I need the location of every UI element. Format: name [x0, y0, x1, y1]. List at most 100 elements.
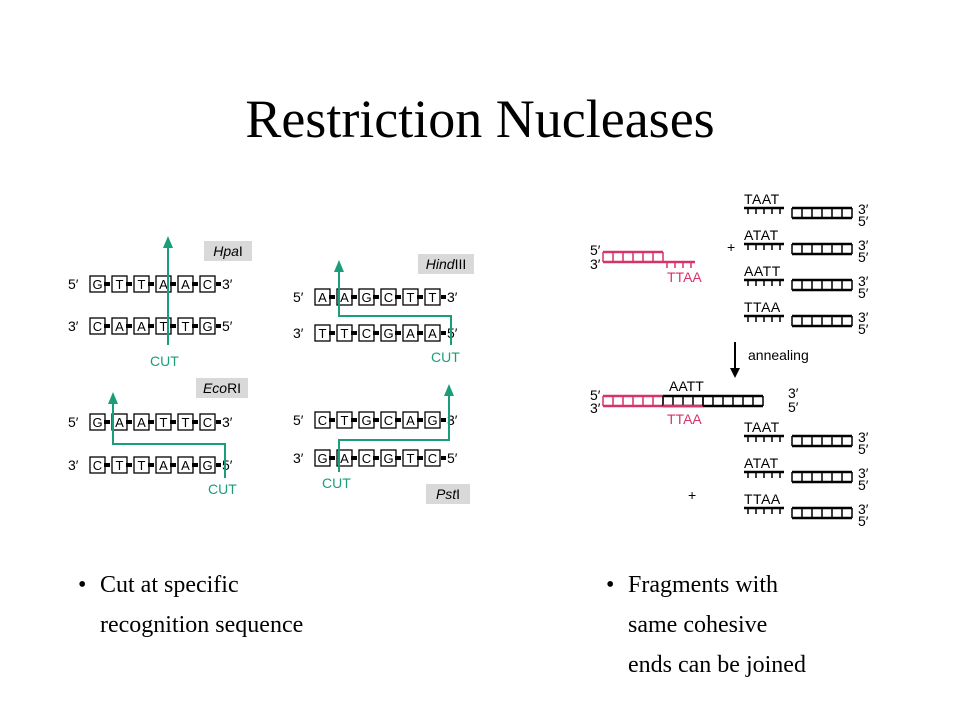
hpai-cut-arrow — [163, 236, 173, 345]
fragment-overhang — [744, 278, 784, 286]
strand-end-label: 5′ — [222, 457, 233, 473]
base-letter: T — [116, 277, 124, 292]
fragment-overhang — [744, 314, 784, 322]
base-box — [199, 413, 216, 431]
base-letter: C — [203, 415, 212, 430]
hindiii-cut-label: CUT — [431, 349, 460, 365]
psti-cut-arrow — [338, 384, 454, 472]
sticky-overhang-seq: TTAA — [667, 269, 702, 285]
backbone-link — [395, 295, 401, 299]
fragment-duplex — [791, 206, 853, 220]
fragment-overhang-seq: ATAT — [744, 455, 779, 471]
fragment-overhang-seq: TAAT — [744, 419, 780, 435]
base-letter: C — [203, 277, 212, 292]
base-box — [424, 449, 441, 467]
backbone-link — [192, 463, 198, 467]
strand-end-label: 3′ — [858, 237, 869, 253]
base-letter: A — [159, 458, 168, 473]
strand-end-label: 3′ — [858, 501, 869, 517]
base-letter: G — [317, 451, 327, 466]
backbone-link — [329, 295, 335, 299]
fragment-overhang — [744, 242, 784, 250]
backbone-link — [192, 282, 198, 286]
backbone-link — [126, 282, 132, 286]
base-letter: A — [159, 277, 168, 292]
joined-black-duplex — [702, 394, 764, 408]
joined-pink-duplex — [602, 394, 664, 408]
base-letter: T — [341, 413, 349, 428]
annealing-arrowhead — [730, 368, 740, 378]
base-letter: A — [406, 326, 415, 341]
sticky-duplex — [602, 250, 664, 264]
strand-end-label: 3′ — [858, 429, 869, 445]
base-letter: A — [340, 451, 349, 466]
base-letter: G — [202, 319, 212, 334]
backbone-link — [417, 331, 423, 335]
strand-end-label: 5′ — [447, 325, 458, 341]
fragment-overhang-seq: TTAA — [744, 299, 781, 315]
base-letter: T — [319, 326, 327, 341]
base-letter: A — [115, 319, 124, 334]
backbone-link — [170, 282, 176, 286]
strand-end-label: 5′ — [590, 242, 601, 258]
backbone-link — [329, 331, 335, 335]
enzyme-name: HindIII — [426, 256, 466, 272]
cut-line — [338, 392, 450, 472]
base-letter: A — [181, 277, 190, 292]
fragment-duplex — [791, 506, 853, 520]
backbone-link — [351, 418, 357, 422]
backbone-link — [417, 418, 423, 422]
base-letter: A — [181, 458, 190, 473]
base-letter: T — [341, 326, 349, 341]
joined-overhang-top-seq: AATT — [669, 378, 704, 394]
backbone-link — [216, 463, 221, 467]
strand-end-label: 3′ — [858, 201, 869, 217]
sticky-overhang — [663, 260, 695, 268]
strand-end-label: 5′ — [68, 414, 79, 430]
enzyme-label-bg — [204, 241, 252, 261]
base-letter: A — [318, 290, 327, 305]
base-letter: T — [138, 277, 146, 292]
backbone-link — [170, 463, 176, 467]
base-box — [424, 411, 441, 429]
backbone-link — [373, 295, 379, 299]
fragment-overhang — [744, 506, 784, 514]
strand-end-label: 3′ — [293, 450, 304, 466]
ecori-cut-label: CUT — [208, 481, 237, 497]
base-box — [199, 275, 216, 293]
ecori-cut-arrow — [108, 392, 226, 478]
ecori-label: EcoRI — [196, 378, 248, 398]
strand-end-label: 5′ — [858, 285, 869, 301]
backbone-link — [441, 295, 446, 299]
base-letter: T — [116, 458, 124, 473]
base-letter: T — [160, 415, 168, 430]
base-box — [424, 288, 441, 306]
backbone-link — [395, 331, 401, 335]
backbone-link — [104, 463, 110, 467]
strand-end-label: 5′ — [788, 399, 799, 415]
base-letter: C — [93, 458, 102, 473]
strand-end-label: 3′ — [222, 276, 233, 292]
strand-end-label: 5′ — [590, 387, 601, 403]
cut-line — [338, 268, 452, 345]
strand-end-label: 3′ — [590, 400, 601, 416]
strand-end-label: 3′ — [293, 325, 304, 341]
base-letter: T — [182, 319, 190, 334]
fragment-overhang-seq: TAAT — [744, 191, 780, 207]
plus-sign: + — [688, 487, 696, 503]
backbone-link — [373, 331, 379, 335]
backbone-link — [170, 420, 176, 424]
base-letter: T — [429, 290, 437, 305]
sticky-fragment-before: 5′3′TTAA — [590, 242, 702, 285]
cut-arrowhead — [334, 260, 344, 272]
backbone-link — [441, 331, 446, 335]
backbone-link — [373, 456, 379, 460]
backbone-link — [373, 418, 379, 422]
